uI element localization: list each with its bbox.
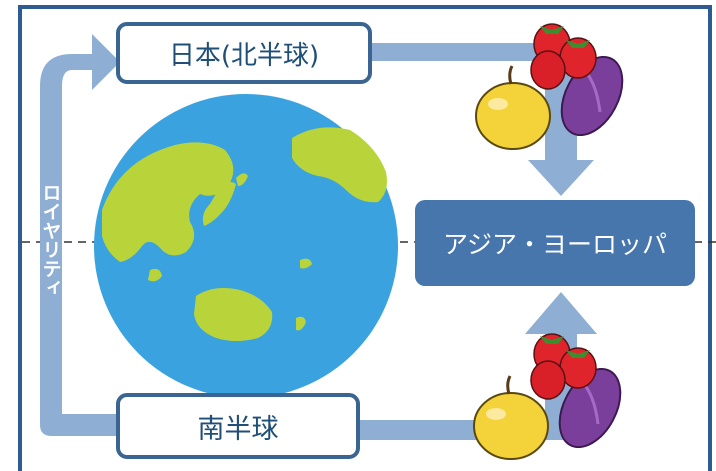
globe-icon [94,94,398,398]
north-box-label: 日本(北半球) [168,40,320,71]
strawberry-icon [530,23,597,90]
produce-group-top [475,23,624,150]
royalty-arrow-label: ロイヤリティ [39,183,62,297]
north-box [116,22,372,84]
south-box-label: 南半球 [197,413,279,445]
strawberry-icon [530,333,597,400]
produce-group-bottom [473,333,622,460]
apple-icon [473,375,549,460]
apple-icon [475,65,551,150]
region-box [415,200,695,286]
south-box [116,393,360,459]
region-box-label: アジア・ヨーロッパ [442,230,667,259]
royalty-arrow [40,34,122,436]
